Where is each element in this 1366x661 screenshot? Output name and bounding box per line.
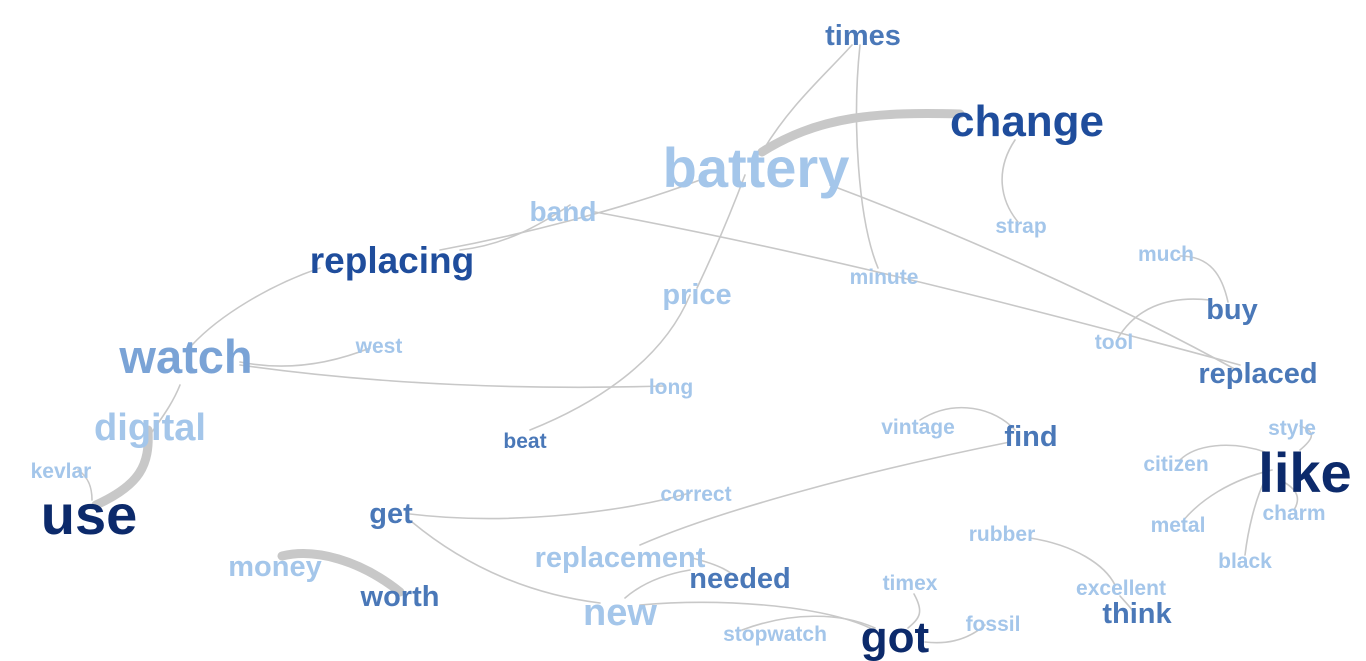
edge-layer (77, 44, 1313, 644)
word-get[interactable]: get (369, 498, 413, 530)
word-like[interactable]: like (1258, 441, 1351, 504)
word-citizen[interactable]: citizen (1143, 453, 1208, 476)
edge-like-charm (1279, 479, 1299, 511)
edge-change-strap (1001, 139, 1019, 223)
edge-rubber-excellent (1029, 537, 1116, 586)
word-replacing[interactable]: replacing (310, 240, 475, 281)
edge-buy-tool (1117, 298, 1211, 339)
edge-times-minute (855, 44, 879, 269)
word-west[interactable]: west (355, 335, 403, 358)
word-timex[interactable]: timex (883, 572, 938, 595)
edge-much-buy (1179, 255, 1229, 303)
edge-battery-times (761, 44, 853, 153)
word-new[interactable]: new (583, 592, 657, 634)
word-rubber[interactable]: rubber (969, 523, 1036, 546)
edge-replacement-needed (691, 557, 739, 581)
word-layer: times change battery band strap replacin… (31, 20, 1352, 661)
word-much[interactable]: much (1138, 243, 1194, 266)
word-excellent[interactable]: excellent (1076, 577, 1166, 600)
word-needed[interactable]: needed (689, 563, 791, 595)
edge-got-fossil (924, 624, 986, 644)
edge-watch-digital (151, 384, 181, 433)
word-replacement[interactable]: replacement (535, 542, 706, 574)
word-think[interactable]: think (1102, 598, 1172, 630)
edge-excellent-think (1119, 595, 1136, 616)
word-charm[interactable]: charm (1262, 502, 1325, 525)
word-long[interactable]: long (649, 376, 693, 399)
word-fossil[interactable]: fossil (966, 613, 1021, 636)
edge-find-replacement (639, 441, 1011, 546)
word-correct[interactable]: correct (660, 483, 731, 506)
edge-worth-money (277, 549, 405, 597)
edge-battery-price (696, 174, 746, 289)
edge-watch-west (239, 347, 371, 367)
edge-battery-replaced (829, 184, 1241, 373)
edge-needed-new (624, 569, 691, 599)
edge-like-style (1299, 425, 1313, 451)
edge-timex-got (907, 593, 921, 629)
edge-like-black (1244, 479, 1266, 556)
edge-kevlar-use (77, 469, 93, 501)
word-style[interactable]: style (1268, 417, 1316, 440)
edge-replacing-watch (191, 267, 321, 346)
word-use[interactable]: use (41, 483, 138, 546)
word-band[interactable]: band (530, 196, 597, 227)
edge-vintage-find (919, 406, 1016, 431)
word-black[interactable]: black (1218, 550, 1272, 573)
word-tool[interactable]: tool (1095, 331, 1133, 354)
edge-battery-change (757, 109, 965, 157)
edge-use-digital (91, 425, 153, 510)
word-replaced[interactable]: replaced (1198, 358, 1317, 390)
edge-battery-replacing (439, 179, 701, 251)
edge-price-beat (529, 294, 691, 431)
word-money[interactable]: money (228, 551, 321, 583)
word-beat[interactable]: beat (503, 430, 546, 453)
word-change[interactable]: change (950, 97, 1104, 146)
edge-get-new (411, 521, 601, 604)
word-got[interactable]: got (861, 613, 930, 661)
word-worth[interactable]: worth (360, 581, 440, 613)
edge-watch-long (239, 364, 666, 389)
edge-get-correct (409, 492, 691, 520)
word-strap[interactable]: strap (995, 215, 1046, 238)
word-vintage[interactable]: vintage (881, 416, 955, 439)
edge-stopwatch-got (741, 615, 876, 631)
word-kevlar[interactable]: kevlar (31, 460, 92, 483)
edge-like-metal (1181, 469, 1273, 523)
word-watch[interactable]: watch (118, 330, 252, 383)
word-stopwatch[interactable]: stopwatch (723, 623, 827, 646)
edge-band-replacing (459, 204, 571, 251)
word-buy[interactable]: buy (1206, 294, 1258, 326)
word-digital[interactable]: digital (94, 407, 206, 449)
word-minute[interactable]: minute (850, 266, 919, 289)
word-battery[interactable]: battery (663, 136, 850, 199)
word-times[interactable]: times (825, 20, 901, 52)
word-find[interactable]: find (1004, 421, 1057, 453)
word-metal[interactable]: metal (1151, 514, 1206, 537)
word-price[interactable]: price (662, 279, 731, 311)
edge-like-citizen (1179, 444, 1266, 461)
edge-band-replaced (594, 211, 1241, 366)
